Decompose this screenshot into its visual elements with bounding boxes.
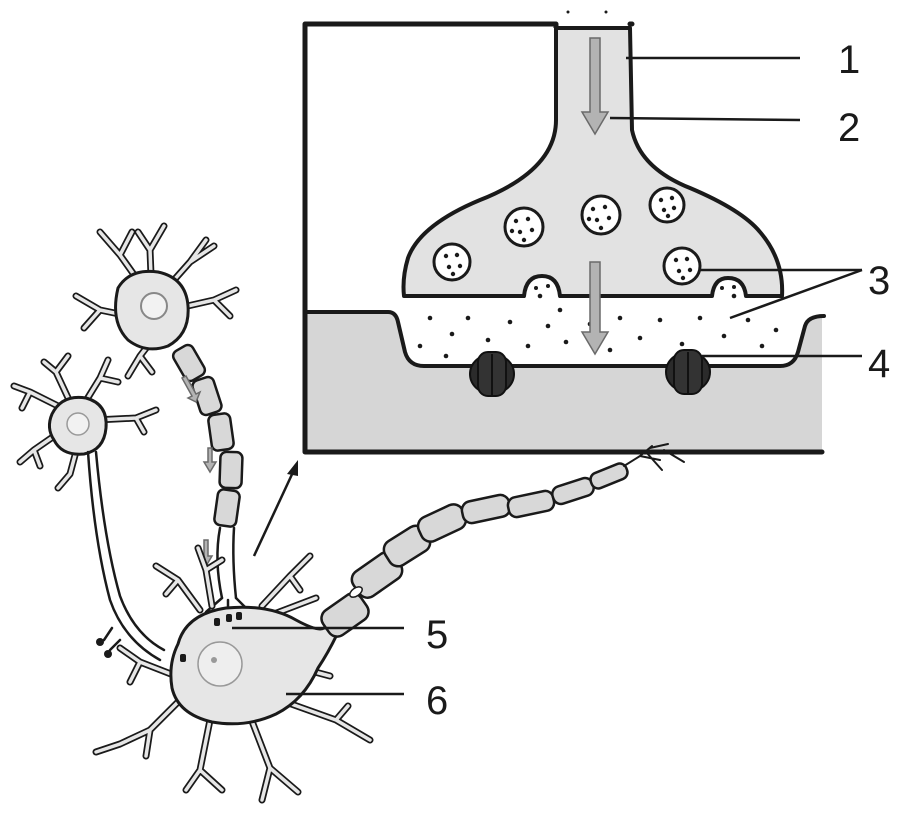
vesicle (434, 244, 470, 280)
left-nucleus (67, 413, 89, 435)
receptor (470, 352, 514, 396)
main-neuron (96, 548, 370, 800)
synapse-inset (305, 11, 824, 453)
vesicle (664, 248, 700, 284)
label-6: 6 (426, 679, 448, 723)
label-3: 3 (868, 259, 890, 303)
label-5: 5 (426, 613, 448, 657)
main-axon (318, 444, 684, 640)
vesicle (650, 188, 684, 222)
main-soma (171, 607, 340, 724)
upper-nucleus (141, 293, 167, 319)
label-2: 2 (838, 106, 860, 150)
postsynaptic-cell (305, 312, 822, 452)
vesicle (582, 196, 620, 234)
left-axon (88, 452, 164, 660)
upper-neuron (76, 226, 236, 376)
main-nucleus (198, 642, 242, 686)
label-1: 1 (838, 38, 860, 82)
zoom-pointer (254, 460, 298, 556)
vesicle (505, 208, 543, 246)
label-4: 4 (868, 342, 890, 386)
left-neuron (14, 356, 164, 660)
